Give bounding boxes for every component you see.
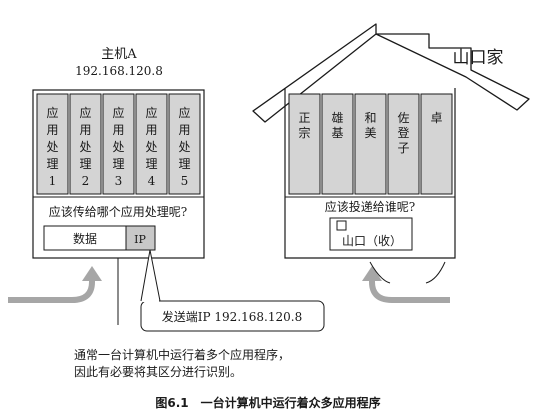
packet-data-box (43, 225, 127, 251)
packet-data-label: 数据 (73, 231, 97, 246)
house-member-slot (321, 93, 354, 195)
callout-pointer (140, 249, 161, 302)
house-body (284, 88, 456, 259)
host-ip: 192.168.120.8 (75, 64, 163, 78)
letter-stamp (336, 220, 347, 231)
packet-ip-box (125, 225, 156, 251)
host-app-slot (168, 93, 201, 195)
house-question: 应该投递给谁呢? (325, 199, 415, 214)
delivery-arrow-left (369, 278, 450, 303)
delivery-arrow-left-head (362, 266, 382, 281)
house-member-slots (288, 93, 453, 195)
callout-text: 发送端IP 192.168.120.8 (162, 309, 302, 324)
house-member-label: 和美 (364, 111, 376, 140)
house-member-slot (420, 93, 453, 195)
delivery-arrow-right-2 (425, 261, 446, 284)
host-name: 主机A (101, 47, 137, 62)
callout-box (140, 300, 325, 332)
host-app-slots (36, 93, 201, 195)
letter-address: 山口（收） (342, 234, 402, 248)
host-app-slot (36, 93, 69, 195)
host-app-slot (69, 93, 102, 195)
house-member-label: 卓 (430, 111, 442, 125)
delivery-arrow-right (369, 261, 391, 284)
host-app-slot (102, 93, 135, 195)
house-family-name: 山口家 (453, 48, 504, 68)
incoming-arrow (8, 278, 95, 303)
host-question: 应该传给哪个应用处理呢? (49, 204, 187, 219)
house-member-label: 雄基 (331, 110, 343, 140)
house-member-slot (354, 93, 387, 195)
note-line-1: 通常一台计算机中运行着多个应用程序， (74, 347, 290, 362)
figure-caption: 图6.1 一台计算机中运行着众多应用程序 (155, 395, 380, 410)
note-line-2: 因此有必要将其区分进行识别。 (74, 365, 242, 379)
house-member-label: 佐登子 (397, 111, 409, 155)
host-app-slot (135, 93, 168, 195)
house-member-slot (288, 93, 321, 195)
house-member-label: 正宗 (298, 111, 310, 140)
incoming-arrow-head (82, 266, 102, 281)
house-member-slot (387, 93, 420, 195)
house-roof (252, 23, 530, 123)
packet-ip-label: IP (134, 233, 146, 246)
